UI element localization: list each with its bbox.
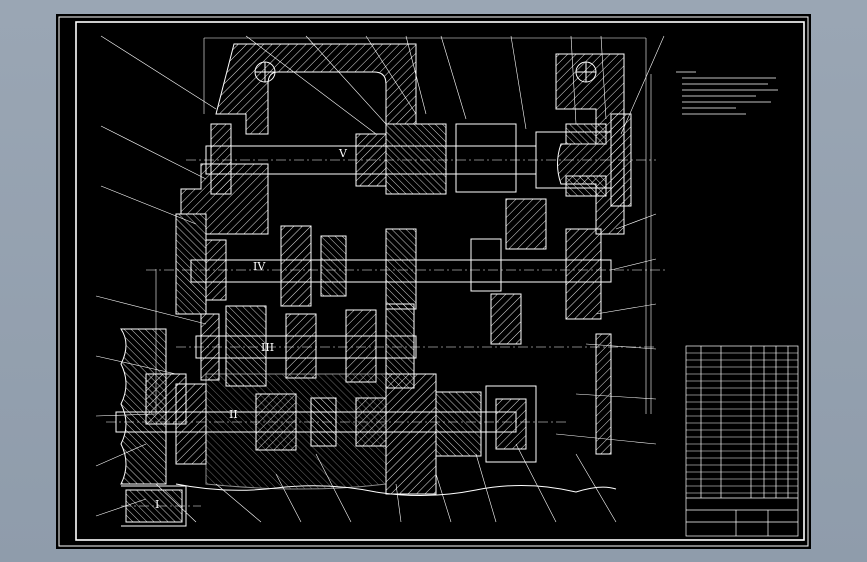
cad-drawing: V IV III II I xyxy=(58,16,809,547)
shaft-label-v: V xyxy=(338,147,348,160)
shaft-label-ii: II xyxy=(229,408,238,421)
shaft-ii xyxy=(106,383,566,465)
parts-list-rows xyxy=(686,352,798,494)
break-line xyxy=(175,483,617,497)
outer-frame xyxy=(58,16,809,547)
shaft-i xyxy=(121,485,201,527)
shaft-iii xyxy=(176,303,656,389)
pulley xyxy=(120,328,187,485)
title-block xyxy=(685,345,799,537)
shaft-label-iii: III xyxy=(261,341,274,354)
shaft-label-iv: IV xyxy=(253,260,266,273)
shaft-v xyxy=(186,113,656,207)
inner-frame xyxy=(75,21,805,541)
leader-lines xyxy=(95,35,665,523)
shaft-iv xyxy=(146,198,666,345)
technical-notes xyxy=(676,71,778,115)
drawing-canvas[interactable]: V IV III II I xyxy=(56,14,811,549)
shaft-label-i: I xyxy=(155,498,159,511)
bearings xyxy=(254,61,597,83)
gearbox-housing xyxy=(175,43,625,495)
